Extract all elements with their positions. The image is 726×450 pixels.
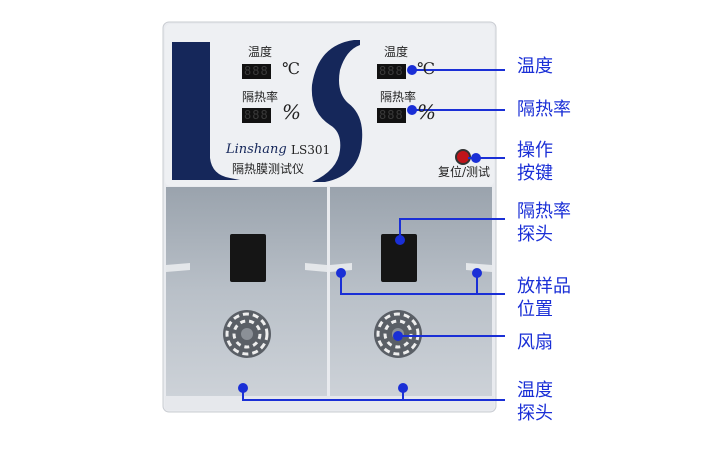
reset-test-button	[455, 149, 471, 165]
annotation-sample-position: 放样品位置	[517, 275, 571, 321]
annotation-text: 隔热率	[517, 201, 571, 222]
right-rate-unit: %	[417, 100, 437, 124]
model-name: LS301	[291, 143, 331, 157]
annotation-text: 位置	[517, 299, 553, 320]
annotation-temperature: 温度	[517, 55, 553, 78]
annotation-text: 风扇	[517, 332, 553, 353]
right-chamber	[330, 187, 492, 397]
annotation-insulation-probe: 隔热率探头	[517, 200, 571, 246]
right-temp-label: 温度	[384, 45, 409, 59]
annotation-text: 温度	[517, 380, 553, 401]
logo-l-shape	[172, 42, 240, 180]
annotation-temperature-probe: 温度探头	[517, 379, 553, 425]
annotation-text: 隔热率	[517, 99, 571, 120]
left-temp-unit: ℃	[282, 59, 300, 78]
right-rate-display: 888	[377, 108, 406, 123]
right-temp-display: 888	[377, 64, 406, 79]
annotation-fan: 风扇	[517, 331, 553, 354]
right-heat-probe	[381, 234, 417, 282]
annotation-operation-button: 操作按键	[517, 139, 553, 185]
left-temp-display: 888	[242, 64, 271, 79]
annotation-text: 探头	[517, 224, 553, 245]
annotation-text: 操作	[517, 140, 553, 161]
base-strip	[165, 396, 494, 410]
left-chamber	[166, 187, 327, 397]
annotation-dots	[238, 65, 482, 393]
right-rate-label: 隔热率	[380, 90, 417, 104]
left-fan-icon	[223, 310, 271, 358]
left-temp-label: 温度	[248, 45, 273, 59]
annotation-text: 温度	[517, 56, 553, 77]
annotation-text: 探头	[517, 403, 553, 424]
left-heat-probe	[230, 234, 266, 282]
left-sample-ledges	[166, 263, 327, 272]
left-rate-label: 隔热率	[242, 90, 279, 104]
right-sample-ledges	[330, 263, 492, 272]
annotation-text: 放样品	[517, 276, 571, 297]
product-name: 隔热膜测试仪	[232, 162, 305, 176]
brand-logo: Linshang	[226, 142, 287, 157]
annotation-text: 按键	[517, 163, 553, 184]
button-label: 复位/测试	[438, 165, 491, 179]
left-rate-display: 888	[242, 108, 271, 123]
logo-s-shape	[311, 40, 363, 182]
left-rate-unit: %	[282, 100, 302, 124]
right-temp-unit: ℃	[417, 59, 435, 78]
annotation-insulation-rate: 隔热率	[517, 98, 571, 121]
